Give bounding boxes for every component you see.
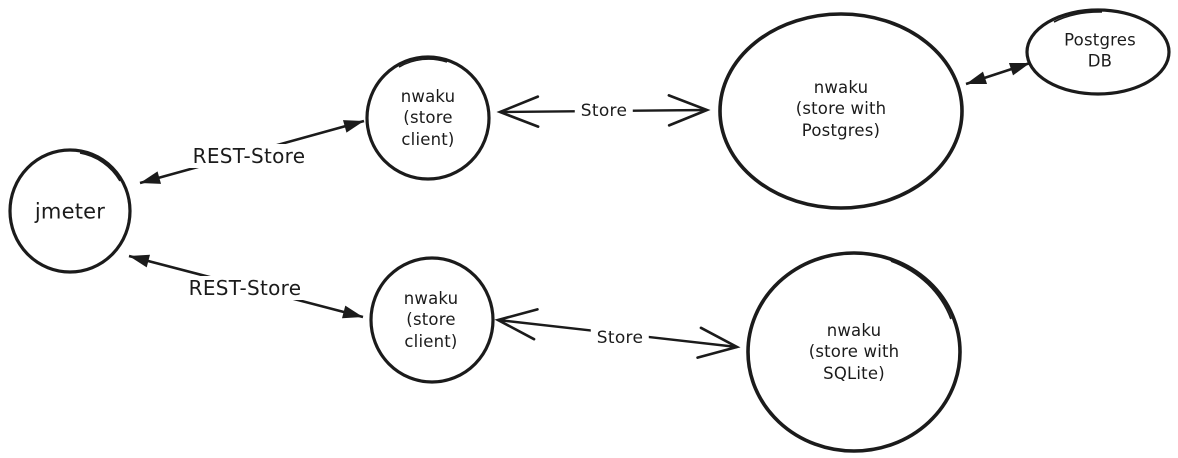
node-label-store-client-bottom: nwaku (store client)	[403, 288, 459, 351]
node-store-postgres-ellipse	[718, 12, 964, 210]
node-store-sqlite-sketch-accent	[890, 260, 952, 320]
node-store-sqlite-circle	[746, 251, 962, 453]
node-store-client-top-sketch-accent	[398, 58, 448, 68]
node-label-store-sqlite: nwaku (store with SQLite)	[808, 320, 900, 383]
edge-label-rest-store-top: REST-Store	[186, 144, 312, 168]
node-store-client-bottom-circle	[369, 256, 495, 384]
edge-postgres-node-to-postgres-db-arrow	[965, 61, 1031, 86]
node-store-client-top-circle	[365, 55, 491, 181]
node-label-store-postgres: nwaku (store with Postgres)	[795, 77, 887, 140]
node-postgres-db-ellipse	[1025, 8, 1171, 96]
edge-label-rest-store-bottom: REST-Store	[182, 276, 308, 300]
edge-label-store-top: Store	[574, 101, 634, 121]
node-jmeter-circle	[8, 148, 132, 274]
node-jmeter-sketch-accent	[79, 152, 121, 182]
node-label-postgres-db: Postgres DB	[1064, 30, 1136, 71]
edge-label-store-bottom: Store	[590, 328, 650, 348]
node-label-jmeter: jmeter	[34, 199, 106, 224]
node-label-store-client-top: nwaku (store client)	[400, 86, 456, 149]
node-postgres-db-sketch-accent	[1053, 11, 1103, 23]
